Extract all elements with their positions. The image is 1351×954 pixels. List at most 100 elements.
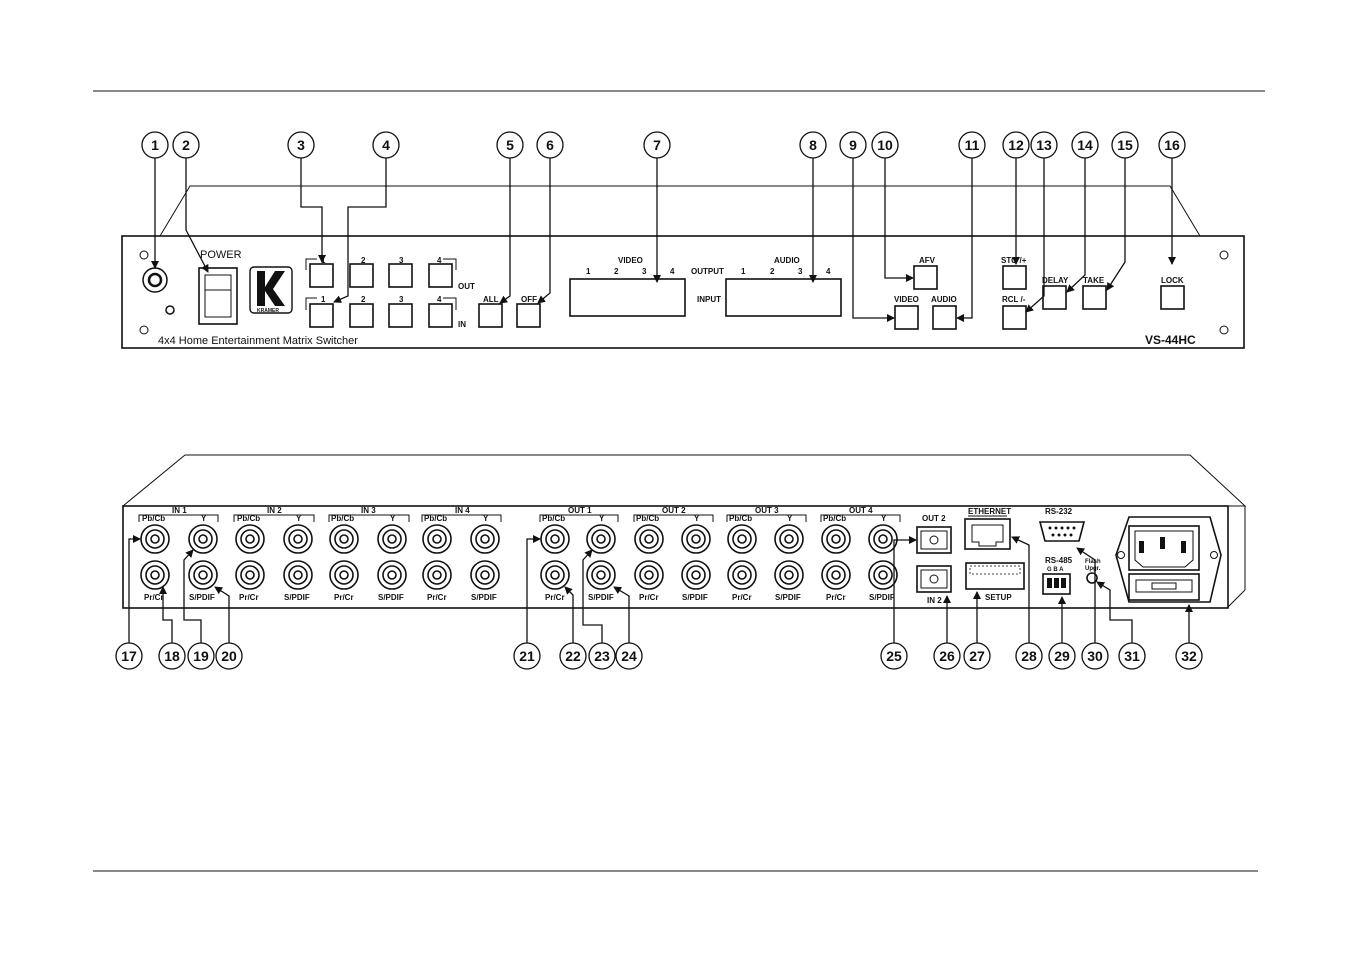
rca-pin-icon <box>784 570 794 580</box>
rca-pin-icon <box>387 570 397 580</box>
rca-pin-icon <box>198 534 208 544</box>
svg-text:20: 20 <box>221 648 237 664</box>
off-button[interactable] <box>516 303 541 328</box>
output-group-3: OUT 3 Pb/Cb Y Pr/Cr S/PDIF <box>726 506 807 602</box>
pr-cr-label: Pr/Cr <box>639 593 659 602</box>
all-button[interactable] <box>478 303 503 328</box>
pb-cb-label: Pb/Cb <box>729 514 752 523</box>
pr-cr-label: Pr/Cr <box>334 593 354 602</box>
ethernet-port[interactable] <box>964 518 1011 550</box>
in-bracket <box>443 297 457 310</box>
setup-dip-switch[interactable] <box>965 562 1025 590</box>
svg-text:15: 15 <box>1117 137 1133 153</box>
led-icon <box>165 305 175 315</box>
optical-in-2-port[interactable] <box>916 565 952 593</box>
rack-hole-icon <box>139 325 149 335</box>
in-2-button[interactable] <box>349 303 374 328</box>
rs232-port[interactable] <box>1038 521 1086 542</box>
callout-4: 4 <box>372 131 400 159</box>
y-label: Y <box>881 514 887 523</box>
callout-9: 9 <box>839 131 867 159</box>
svg-text:31: 31 <box>1124 648 1140 664</box>
video-button[interactable] <box>894 305 919 330</box>
rca-pin-icon <box>878 570 888 580</box>
callout-19: 19 <box>187 642 215 670</box>
rcl-label: RCL /- <box>1002 295 1026 304</box>
in-1-button[interactable] <box>309 303 334 328</box>
power-inlet[interactable] <box>1115 516 1222 603</box>
audio-button[interactable] <box>932 305 957 330</box>
in-label: IN <box>458 320 466 329</box>
callout-18: 18 <box>158 642 186 670</box>
svg-text:24: 24 <box>621 648 637 664</box>
output-group-1: OUT 1 Pb/Cb Y Pr/Cr S/PDIF <box>539 506 619 602</box>
group-label: OUT 1 <box>568 506 592 515</box>
video-display-number: 2 <box>614 267 619 276</box>
flash-label: Flash <box>1085 559 1101 565</box>
svg-text:10: 10 <box>877 137 893 153</box>
all-label: ALL <box>483 295 499 304</box>
callout-15: 15 <box>1111 131 1139 159</box>
video-display <box>569 278 686 317</box>
rcl-button[interactable] <box>1002 305 1027 330</box>
audio-display-number: 2 <box>770 267 775 276</box>
pr-cr-label: Pr/Cr <box>545 593 565 602</box>
in-3-button[interactable] <box>388 303 413 328</box>
delay-label: DELAY <box>1042 276 1069 285</box>
callout-8: 8 <box>799 131 827 159</box>
callout-13: 13 <box>1030 131 1058 159</box>
spdif-label: S/PDIF <box>588 593 614 602</box>
pr-cr-label: Pr/Cr <box>427 593 447 602</box>
lock-label: LOCK <box>1161 276 1184 285</box>
svg-text:29: 29 <box>1054 648 1070 664</box>
ir-receiver-lens-icon <box>147 272 163 288</box>
out2-label: OUT 2 <box>922 514 946 523</box>
pb-cb-label: Pb/Cb <box>331 514 354 523</box>
optical-out-2-port[interactable] <box>916 526 952 554</box>
svg-text:18: 18 <box>164 648 180 664</box>
rca-pin-icon <box>480 570 490 580</box>
svg-text:1: 1 <box>151 137 159 153</box>
delay-button[interactable] <box>1042 285 1067 310</box>
callout-23: 23 <box>588 642 616 670</box>
rca-pin-icon <box>293 534 303 544</box>
callout-7: 7 <box>643 131 671 159</box>
svg-text:8: 8 <box>809 137 817 153</box>
rca-pin-icon <box>150 570 160 580</box>
model-name: VS-44HC <box>1145 333 1196 347</box>
input-group-1: IN 1 Pb/Cb Y Pr/Cr S/PDIF <box>138 506 219 602</box>
sto-button[interactable] <box>1002 265 1027 290</box>
out-3-button[interactable] <box>388 263 413 288</box>
sto-label: STO /+ <box>1001 256 1027 265</box>
y-label: Y <box>296 514 302 523</box>
spdif-label: S/PDIF <box>189 593 215 602</box>
front-panel: POWER KRAMER 1 2 3 4 OUT 1 2 3 <box>121 185 1245 349</box>
in-buttons-group: 1 2 3 4 IN <box>305 295 466 329</box>
spdif-label: S/PDIF <box>284 593 310 602</box>
rca-pin-icon <box>784 534 794 544</box>
out-button-label: 2 <box>361 256 366 265</box>
svg-text:23: 23 <box>594 648 610 664</box>
in-4-button[interactable] <box>428 303 453 328</box>
out-4-button[interactable] <box>428 263 453 288</box>
out-1-button[interactable] <box>309 263 334 288</box>
pb-cb-label: Pb/Cb <box>542 514 565 523</box>
lock-button[interactable] <box>1160 285 1185 310</box>
rca-pin-icon <box>550 534 560 544</box>
group-label: OUT 2 <box>662 506 686 515</box>
video-display-number: 4 <box>670 267 675 276</box>
callout-27: 27 <box>963 642 991 670</box>
svg-text:16: 16 <box>1164 137 1180 153</box>
in-button-label: 1 <box>321 295 326 304</box>
take-button[interactable] <box>1082 285 1107 310</box>
pr-cr-label: Pr/Cr <box>826 593 846 602</box>
afv-button[interactable] <box>913 265 938 290</box>
in-button-label: 2 <box>361 295 366 304</box>
out-2-button[interactable] <box>349 263 374 288</box>
y-label: Y <box>201 514 207 523</box>
rack-hole-icon <box>139 250 149 260</box>
callout-1: 1 <box>141 131 169 159</box>
audio-display-label: AUDIO <box>774 256 800 265</box>
pb-cb-label: Pb/Cb <box>636 514 659 523</box>
rs485-terminal[interactable] <box>1042 573 1071 595</box>
